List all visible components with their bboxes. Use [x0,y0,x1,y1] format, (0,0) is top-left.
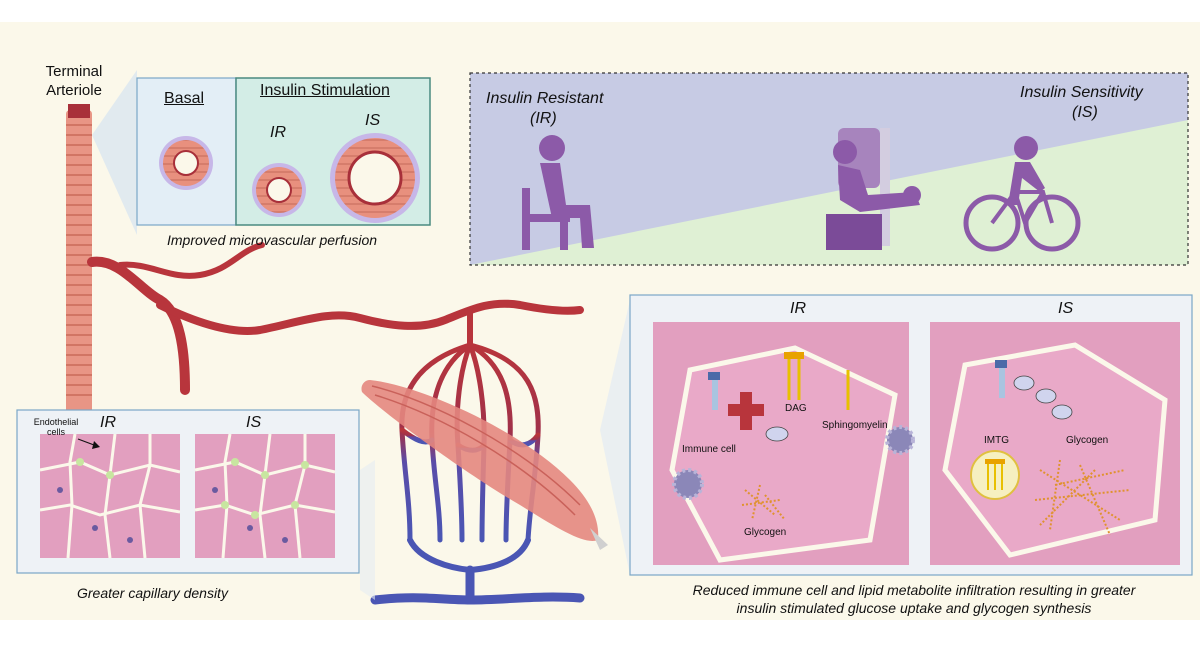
dag-label: DAG [785,403,807,414]
insulin-sensitivity-abbr: (IS) [1072,104,1098,121]
cell-panel [629,294,1193,576]
perfusion-is-label: IS [365,112,381,129]
cell-is-label: IS [1058,300,1074,317]
insulin-stimulation-label: Insulin Stimulation [260,82,390,99]
capillary-is-label: IS [246,414,262,431]
insulin-sensitivity-label: Insulin Sensitivity [1020,84,1143,101]
terminal-arteriole-line-2: Arteriole [46,82,102,99]
insulin-resistant-abbr: (IR) [530,110,557,127]
cell-caption: Reduced immune cell and lipid metabolite… [634,581,1194,617]
zoom-callout-perfusion [92,70,137,235]
cell-caption-line-2: insulin stimulated glucose uptake and gl… [736,600,1092,616]
insulin-resistant-label: Insulin Resistant [486,90,604,107]
cell-ir-label: IR [790,300,806,317]
zoom-callout-cells [600,300,630,575]
perfusion-caption: Improved microvascular perfusion [167,232,378,248]
blue-venule [370,537,585,605]
cyclist-icon [963,136,1081,252]
glycogen-ir-label: Glycogen [744,527,787,538]
endothelial-line-1: Endothelial [33,417,79,427]
immune-cell-label: Immune cell [682,444,736,455]
capillary-histology-panel [16,409,360,574]
sitting-person-icon [522,135,594,250]
perfusion-panel [136,77,431,226]
cell-caption-line-1: Reduced immune cell and lipid metabolite… [692,582,1136,598]
red-branching-vessel [87,242,584,395]
glycogen-is-label: Glycogen [1066,435,1109,446]
basal-label: Basal [164,90,205,107]
terminal-arteriole-line-1: Terminal [45,63,103,80]
endothelial-cells-label: Endothelial cells [30,417,82,437]
perfusion-ir-label: IR [270,124,286,141]
endothelial-line-2: cells [46,427,65,437]
exercise-machine-icon [826,128,921,250]
sphingomyelin-label: Sphingomyelin [822,420,888,431]
terminal-arteriole-label: Terminal Arteriole [38,62,110,100]
muscle-fibre [361,380,608,550]
capillary-ir-label: IR [100,414,116,431]
capillary-caption: Greater capillary density [77,585,228,601]
imtg-label: IMTG [984,435,1009,446]
